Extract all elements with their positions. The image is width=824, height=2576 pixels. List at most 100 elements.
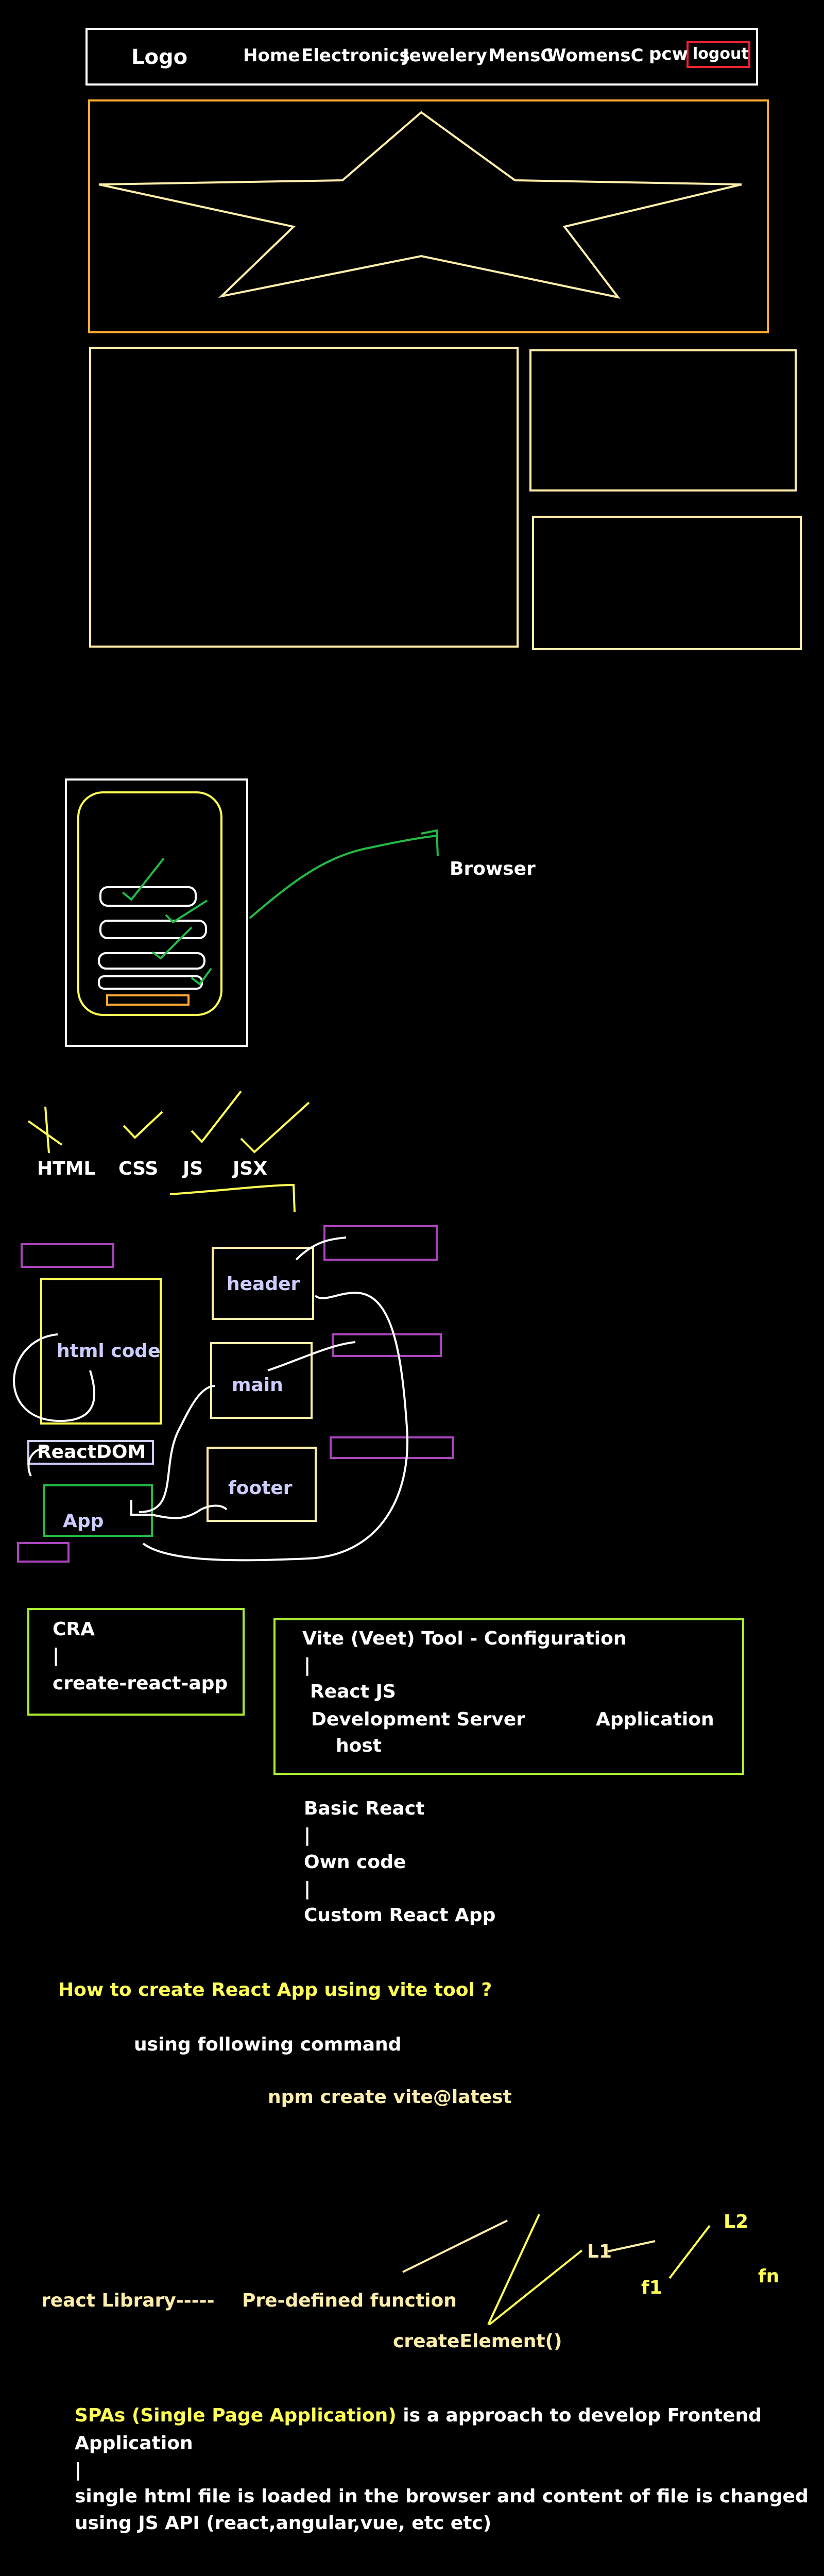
l1-label: L1 [587,2241,612,2262]
content-box-bottom-right [532,516,802,650]
vite-server: Development Server [311,1709,526,1730]
vite-pipe: | [304,1655,311,1676]
spa-line2: Application [75,2433,193,2454]
tech-js: JS [183,1158,203,1179]
cra-box [27,1608,245,1716]
placeholder-box-2 [323,1225,438,1261]
vite-host: host [336,1735,382,1756]
footer-label: footer [228,1478,293,1499]
phone-row-4 [98,975,203,990]
basic-react-pipe1: | [304,1825,311,1846]
stroke-library-1 [402,2219,508,2273]
phone-outline [77,791,222,1016]
nav-link-jewelery[interactable]: Jewelery [403,45,487,66]
stroke-l2 [668,2225,711,2279]
check-mark-js [191,1090,242,1144]
curve-app-footer [130,1500,228,1519]
cra-name: create-react-app [53,1673,228,1694]
arrow-head-browser [421,829,439,857]
html-code-label: html code [57,1341,161,1362]
navbar-user[interactable]: pcw [649,44,688,64]
tech-jsx: JSX [233,1158,268,1179]
check-mark-jsx [240,1101,310,1154]
spa-line4: using JS API (react,angular,vue, etc etc… [75,2513,492,2534]
curve-header [295,1236,347,1261]
vite-box [273,1618,744,1775]
npm-command: npm create vite@latest [268,2087,512,2108]
check-mark-4 [191,968,212,986]
create-element-label: createElement() [393,2331,562,2352]
stroke-library-2 [487,2214,540,2325]
nav-link-electronics[interactable]: Electronics [301,45,410,66]
placeholder-box-3 [332,1333,442,1357]
check-mark-2 [165,900,208,924]
react-dom-box [27,1440,154,1465]
underline-jsx [169,1183,296,1212]
curve-loop [142,1292,408,1562]
star-shape [98,111,742,299]
curve-html-code [13,1333,96,1422]
phone-row-3 [98,952,205,970]
curve-main [267,1341,356,1371]
placeholder-box-4 [330,1436,454,1459]
spa-line1: SPAs (Single Page Application) is a appr… [75,2405,762,2426]
browser-frame [65,778,248,1047]
basic-react-line2: Own code [304,1852,406,1873]
tech-html: HTML [37,1158,96,1179]
footer-box [207,1447,317,1522]
vite-title: Vite (Veet) Tool - Configuration [302,1628,627,1649]
basic-react-line1: Basic React [304,1798,425,1819]
spa-line3: single html file is loaded in the browse… [75,2486,809,2507]
check-mark-1 [122,857,165,901]
check-mark-css [123,1111,163,1139]
logout-button[interactable]: logout [693,45,749,63]
cra-title: CRA [53,1619,95,1640]
basic-react-pipe2: | [304,1878,311,1900]
phone-row-1 [99,886,197,907]
cra-pipe: | [53,1645,60,1666]
tech-css: CSS [118,1158,159,1179]
vite-application: Application [596,1709,714,1730]
navbar-box [85,28,758,86]
fn-label: fn [758,2266,780,2287]
nav-link-womensc[interactable]: WomensC [547,45,644,66]
nav-link-mensc[interactable]: MensC [488,45,554,66]
placeholder-box-5 [17,1542,70,1563]
header-box [212,1247,314,1320]
arrow-to-browser [249,835,438,919]
app-label: App [63,1511,104,1532]
spa-pipe: | [75,2460,82,2481]
cross-mark-html [27,1106,63,1154]
logout-button-box [686,41,750,68]
browser-label: Browser [450,858,536,879]
spa-rest: is a approach to develop Frontend [396,2405,762,2426]
spa-highlight: SPAs (Single Page Application) [75,2405,397,2426]
main-box [210,1342,313,1419]
content-box-large [89,347,519,648]
library-label: react Library----- [41,2290,215,2311]
hero-banner-box [88,99,769,333]
nav-link-home[interactable]: Home [243,45,300,66]
html-code-box [40,1278,162,1425]
main-label: main [232,1375,283,1396]
stroke-library-3 [488,2249,583,2326]
vite-react: React JS [310,1681,396,1702]
header-label: header [227,1274,300,1295]
check-mark-3 [151,926,193,960]
navbar-logo: Logo [131,45,188,69]
phone-bottom-bar [106,994,190,1006]
curve-react-dom [27,1447,46,1477]
basic-react-line3: Custom React App [304,1905,496,1926]
stroke-l1 [607,2240,656,2252]
predefined-function-label: Pre-defined function [242,2290,457,2311]
vite-question: How to create React App using vite tool … [58,1979,492,2001]
f1-label: f1 [641,2277,662,2298]
content-box-top-right [529,349,797,492]
l2-label: L2 [724,2211,748,2232]
placeholder-box-1 [21,1243,114,1268]
following-command-label: using following command [134,2034,402,2055]
phone-row-2 [99,920,207,939]
react-dom-label: ReactDOM [37,1442,146,1463]
curve-app-main [139,1385,216,1513]
